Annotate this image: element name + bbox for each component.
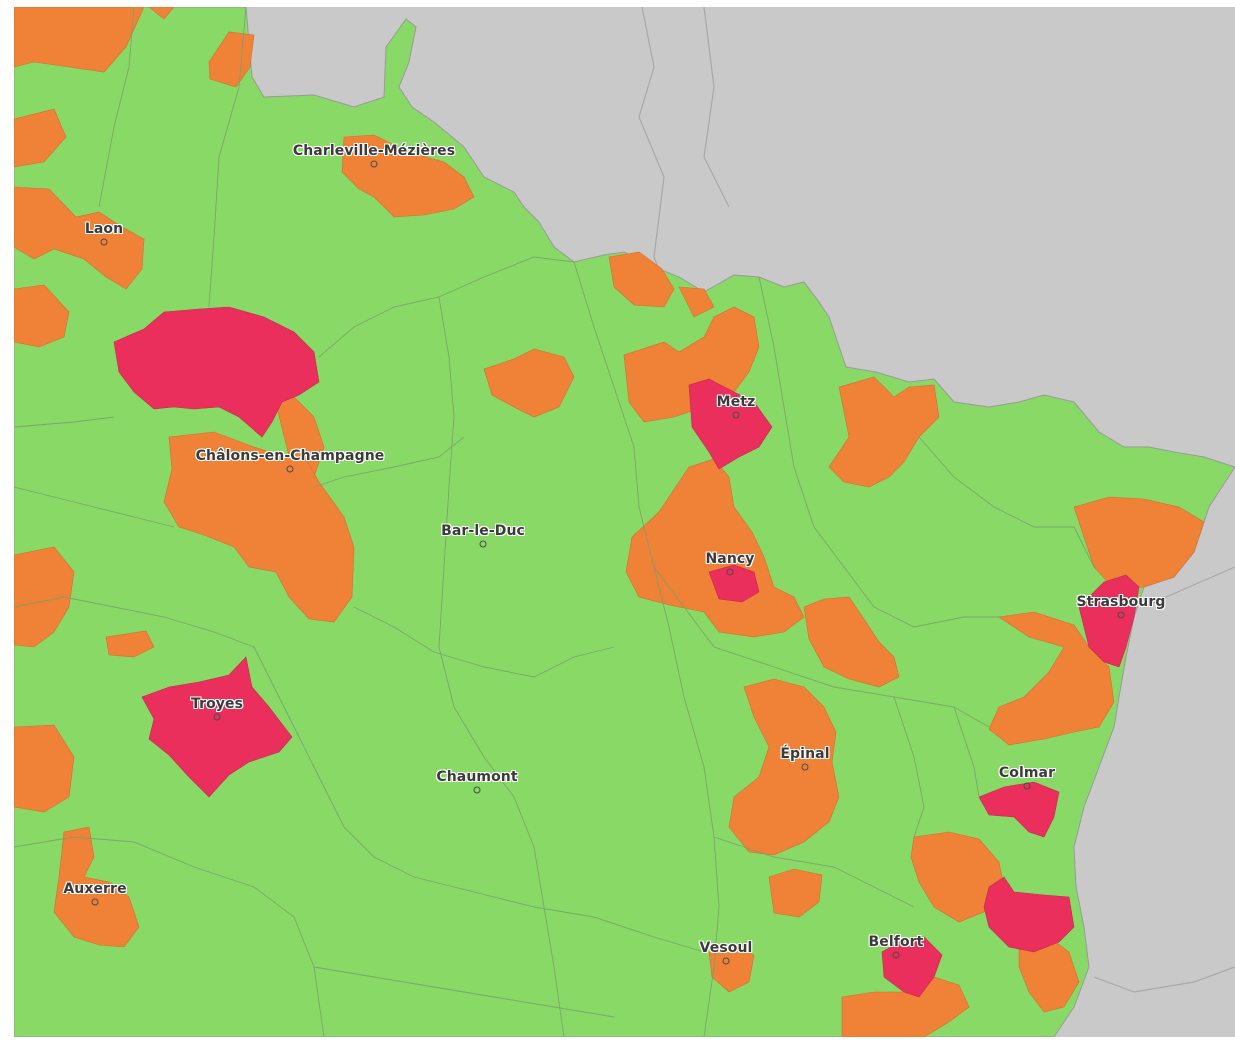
high-zone bbox=[1078, 574, 1140, 668]
high-zones[interactable] bbox=[113, 306, 1140, 998]
city-marker-icon[interactable] bbox=[1117, 611, 1125, 619]
france-territory[interactable] bbox=[14, 7, 1235, 1037]
high-zone bbox=[978, 781, 1060, 838]
alert-zone bbox=[483, 348, 575, 418]
alert-zone bbox=[768, 868, 823, 918]
city-marker-icon[interactable] bbox=[732, 411, 740, 419]
city-marker-icon[interactable] bbox=[213, 713, 221, 721]
alert-zone bbox=[14, 108, 67, 168]
alert-zone bbox=[910, 831, 1005, 923]
city-marker-icon[interactable] bbox=[370, 160, 378, 168]
city-marker-icon[interactable] bbox=[722, 957, 730, 965]
alert-zone bbox=[708, 944, 755, 993]
alert-zone bbox=[728, 678, 840, 856]
high-zone bbox=[141, 656, 293, 798]
alert-zone bbox=[14, 546, 75, 648]
alert-zone bbox=[828, 376, 940, 488]
high-zone bbox=[708, 564, 760, 603]
alert-zone bbox=[14, 186, 145, 290]
alert-zone bbox=[988, 611, 1115, 746]
alert-zone bbox=[148, 7, 175, 20]
city-marker-icon[interactable] bbox=[100, 238, 108, 246]
alert-zone bbox=[53, 826, 140, 948]
alert-zone bbox=[163, 431, 355, 623]
city-marker-icon[interactable] bbox=[726, 568, 734, 576]
admin-borders bbox=[14, 7, 1095, 1037]
alert-zone bbox=[14, 724, 75, 813]
city-marker-icon[interactable] bbox=[1023, 782, 1031, 790]
city-marker-icon[interactable] bbox=[892, 951, 900, 959]
alert-zone bbox=[1073, 496, 1205, 590]
alert-zone bbox=[803, 596, 900, 688]
city-marker-icon[interactable] bbox=[801, 763, 809, 771]
alert-zone bbox=[14, 7, 145, 73]
high-zone bbox=[113, 306, 320, 438]
city-marker-icon[interactable] bbox=[91, 898, 99, 906]
city-marker-icon[interactable] bbox=[473, 786, 481, 794]
alert-zone bbox=[105, 630, 155, 658]
alert-zone bbox=[625, 458, 805, 638]
high-zone bbox=[688, 378, 773, 470]
alert-zone bbox=[608, 251, 675, 308]
alert-zone bbox=[841, 976, 970, 1037]
alert-zones[interactable] bbox=[14, 7, 1205, 1037]
high-zone bbox=[983, 876, 1075, 953]
city-marker-icon[interactable] bbox=[286, 465, 294, 473]
alert-zone bbox=[14, 284, 70, 348]
city-marker-icon[interactable] bbox=[479, 540, 487, 548]
alert-zone bbox=[341, 134, 475, 218]
map-canvas[interactable] bbox=[14, 7, 1235, 1037]
alert-zone bbox=[678, 286, 715, 318]
